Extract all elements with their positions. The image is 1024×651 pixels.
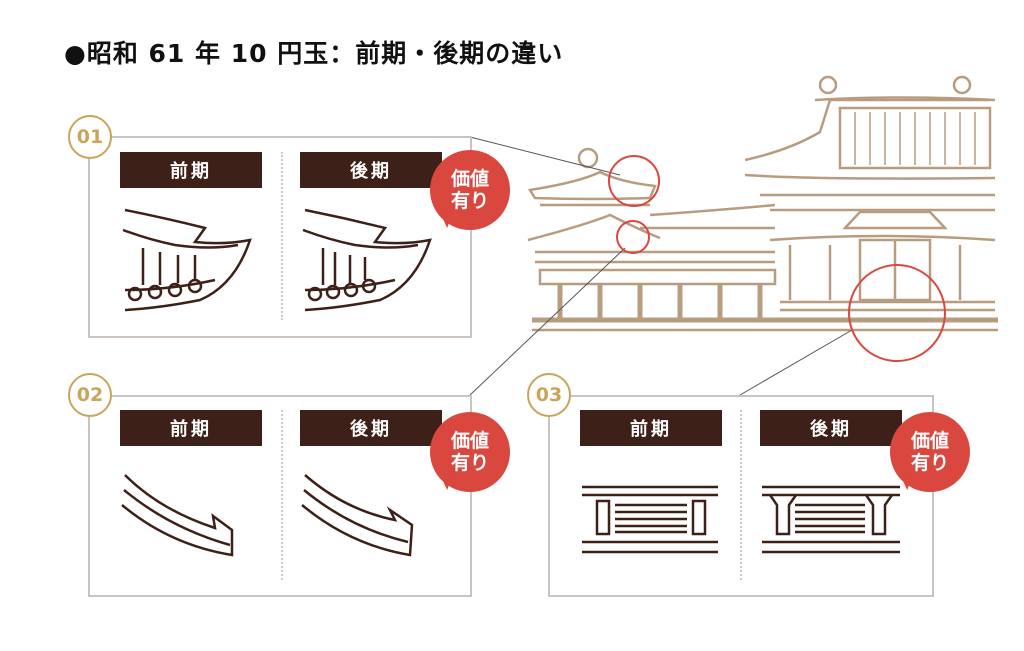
- late-label: 後期: [300, 152, 442, 188]
- panel-number-03: 03: [527, 373, 571, 417]
- badge-line-1: 価値: [910, 430, 949, 452]
- divider: [281, 410, 283, 580]
- late-label: 後期: [760, 410, 902, 446]
- value-badge: 価値 有り: [430, 150, 510, 230]
- early-label: 前期: [120, 152, 262, 188]
- page-title: ●昭和 61 年 10 円玉：前期・後期の違い: [64, 39, 564, 68]
- early-stair-icon: [582, 485, 718, 554]
- early-label: 前期: [580, 410, 722, 446]
- late-eave-icon: [301, 474, 414, 557]
- highlight-circle-02: [616, 220, 650, 254]
- value-badge: 価値 有り: [430, 412, 510, 492]
- late-roof-icon: [302, 208, 432, 312]
- early-roof-icon: [122, 208, 252, 312]
- late-label: 後期: [300, 410, 442, 446]
- early-label: 前期: [120, 410, 262, 446]
- badge-line-2: 有り: [910, 452, 949, 474]
- badge-line-2: 有り: [450, 452, 489, 474]
- badge-line-2: 有り: [450, 190, 489, 212]
- badge-line-1: 価値: [450, 430, 489, 452]
- highlight-circle-01: [608, 155, 660, 207]
- early-eave-icon: [121, 474, 234, 557]
- badge-line-1: 価値: [450, 168, 489, 190]
- late-stair-icon: [762, 485, 900, 554]
- panel-number-01: 01: [68, 115, 112, 159]
- panel-number-02: 02: [68, 373, 112, 417]
- divider: [281, 152, 283, 320]
- highlight-circle-03: [848, 264, 946, 362]
- divider: [740, 410, 742, 580]
- value-badge: 価値 有り: [890, 412, 970, 492]
